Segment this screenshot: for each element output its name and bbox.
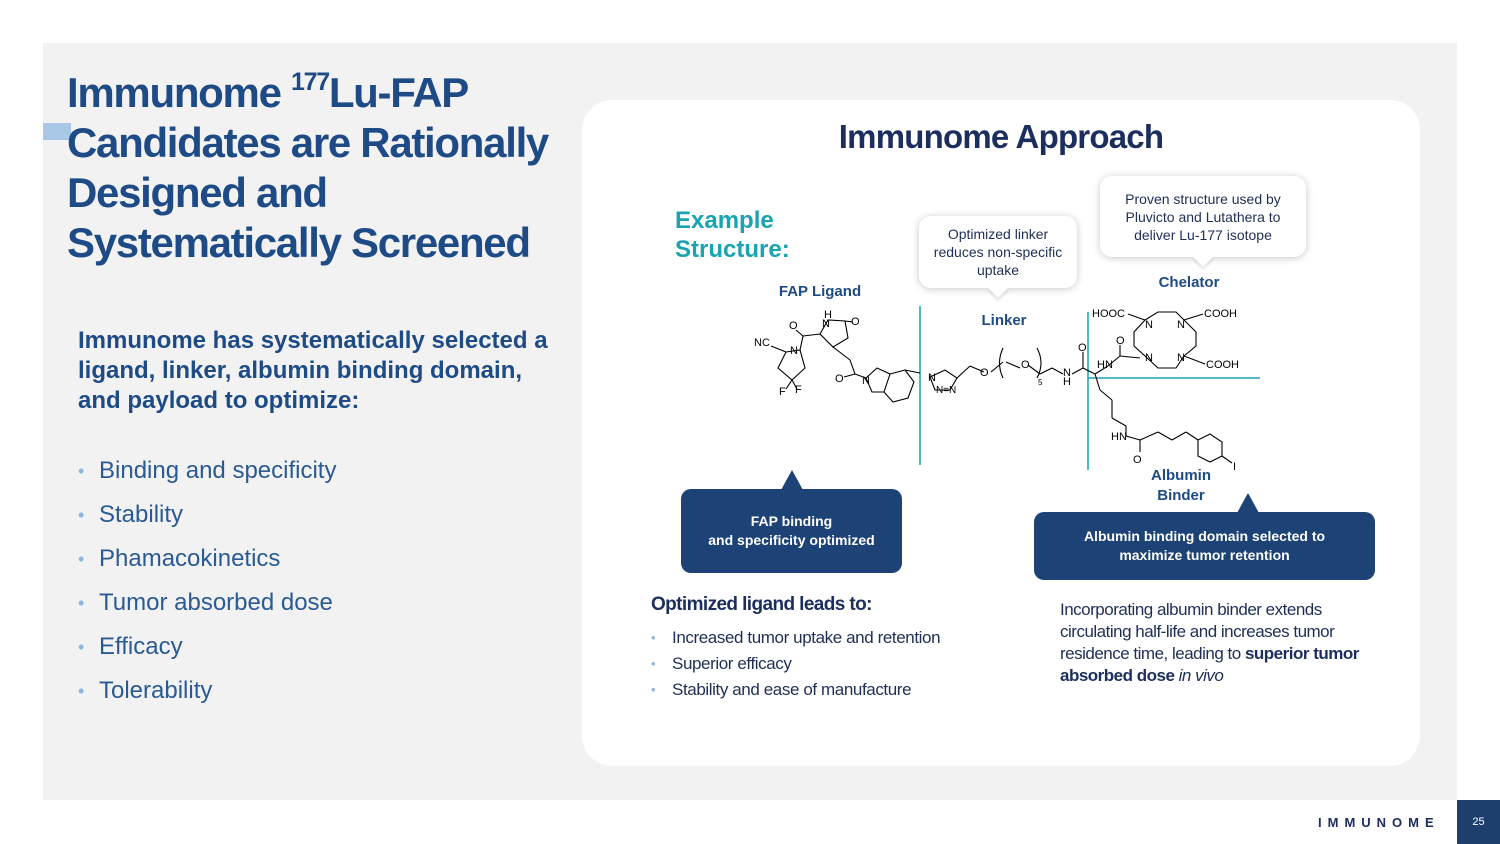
slide-title: Immunome 177Lu-FAP Candidates are Ration…	[67, 68, 567, 268]
svg-text:H: H	[824, 309, 832, 321]
footer-logo: IMMUNOME	[1318, 815, 1440, 830]
list-item: •Increased tumor uptake and retention	[651, 625, 941, 651]
svg-text:COOH: COOH	[1206, 359, 1239, 371]
svg-text:N: N	[862, 375, 870, 387]
svg-text:NC: NC	[754, 337, 770, 349]
svg-text:N=N: N=N	[936, 385, 956, 396]
example-structure-label: Example Structure:	[675, 207, 790, 263]
benefits-list: •Increased tumor uptake and retention •S…	[651, 625, 941, 703]
svg-text:N: N	[1177, 319, 1185, 331]
chelator-label: Chelator	[1158, 274, 1220, 291]
fap-ligand-label: FAP Ligand	[778, 283, 862, 300]
structure-bonds	[770, 306, 1260, 470]
svg-text:F: F	[795, 384, 802, 396]
subtitle: Immunome has systematically selected a l…	[78, 327, 548, 414]
bullet-icon: •	[651, 630, 656, 645]
bullet-icon: •	[78, 637, 85, 657]
structure-atom-labels: NC N O H N O F F O N N N=N O O 5 N H O H…	[754, 308, 1239, 473]
list-item: •Phamacokinetics	[78, 537, 336, 581]
svg-text:N: N	[1177, 352, 1185, 364]
svg-text:O: O	[789, 320, 798, 332]
svg-text:O: O	[1133, 454, 1142, 466]
albumin-description: Incorporating albumin binder extends cir…	[1060, 600, 1359, 685]
bullet-icon: •	[651, 682, 656, 697]
list-item: •Binding and specificity	[78, 449, 336, 493]
bullet-icon: •	[78, 593, 85, 613]
bullet-icon: •	[78, 461, 85, 481]
svg-text:HOOC: HOOC	[1092, 308, 1125, 320]
title-line-3: Designed and	[67, 169, 328, 216]
callout-pointer	[781, 470, 803, 490]
svg-text:H: H	[1063, 376, 1071, 388]
benefits-heading: Optimized ligand leads to:	[651, 594, 872, 615]
list-item: •Stability	[78, 493, 336, 537]
list-item: •Tolerability	[78, 669, 336, 713]
list-item: •Stability and ease of manufacture	[651, 677, 940, 703]
left-bullet-list: •Binding and specificity •Stability •Pha…	[78, 449, 336, 713]
svg-text:O: O	[835, 373, 844, 385]
accent-tab	[43, 123, 71, 140]
title-line-1-text: Immunome	[67, 69, 291, 116]
page-number: 25	[1457, 800, 1500, 844]
svg-text:O: O	[1116, 335, 1125, 347]
title-line-4: Systematically Screened	[67, 219, 531, 266]
svg-text:HN: HN	[1097, 359, 1113, 371]
title-line-1-suffix: Lu-FAP	[328, 69, 469, 116]
bullet-icon: •	[78, 549, 85, 569]
callout-pointer	[1237, 493, 1259, 513]
svg-text:I: I	[1233, 461, 1236, 473]
albumin-binder-label: Albumin Binder	[1151, 467, 1211, 504]
svg-text:N: N	[822, 318, 830, 330]
list-item: •Efficacy	[78, 625, 336, 669]
svg-text:N: N	[790, 345, 798, 357]
title-superscript: 177	[291, 68, 330, 96]
chelator-bubble: Proven structure used by Pluvicto and Lu…	[1100, 176, 1306, 257]
approach-title: Immunome Approach	[838, 118, 1164, 155]
list-item: •Superior efficacy	[651, 651, 940, 677]
svg-text:N: N	[1145, 319, 1153, 331]
title-line-2: Candidates are Rationally	[67, 119, 549, 166]
svg-text:O: O	[1021, 359, 1030, 371]
svg-text:O: O	[851, 316, 860, 328]
bullet-icon: •	[78, 681, 85, 701]
svg-text:F: F	[779, 386, 786, 398]
svg-text:N: N	[928, 372, 936, 384]
bullet-icon: •	[651, 656, 656, 671]
svg-text:O: O	[980, 367, 989, 379]
linker-bubble: Optimized linker reduces non-specific up…	[919, 216, 1077, 288]
svg-text:O: O	[1078, 342, 1087, 354]
svg-text:5: 5	[1038, 378, 1043, 387]
svg-text:N: N	[1145, 352, 1153, 364]
bullet-icon: •	[78, 505, 85, 525]
list-item: •Tumor absorbed dose	[78, 581, 336, 625]
chemical-structure: NC N O H N O F F O N N N=N O O 5 N H O H…	[754, 306, 1260, 473]
linker-label: Linker	[981, 312, 1027, 329]
svg-text:N: N	[1063, 367, 1071, 379]
svg-text:COOH: COOH	[1204, 308, 1237, 320]
svg-text:HN: HN	[1111, 431, 1127, 443]
